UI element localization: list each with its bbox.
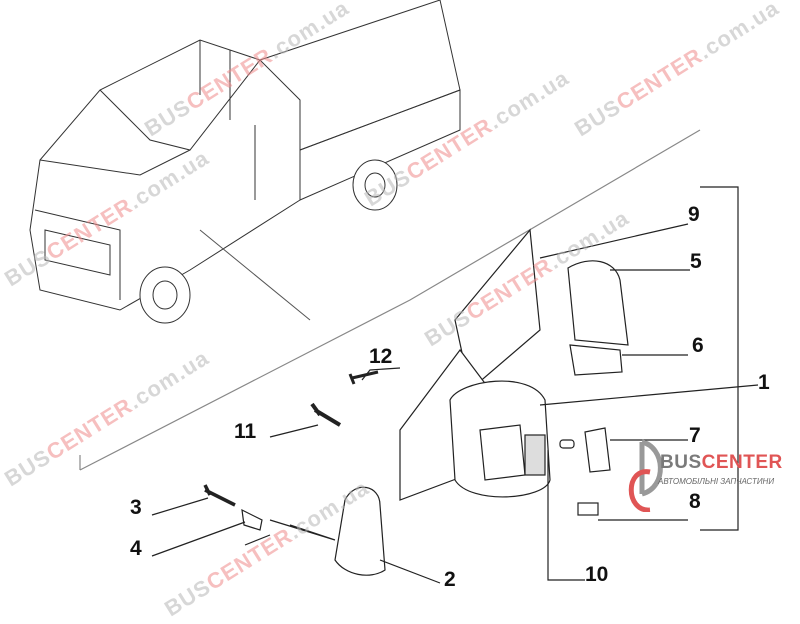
part-4-nut xyxy=(241,508,263,531)
buscenter-logo: BUSCENTER АВТОМОБІЛЬНІ ЗАПЧАСТИНИ xyxy=(620,432,800,512)
part-6-lower-glass xyxy=(569,344,623,376)
callout-1: 1 xyxy=(758,371,770,394)
logo-mark-icon xyxy=(628,439,663,512)
callout-2: 2 xyxy=(444,568,456,591)
logo-tagline: АВТОМОБІЛЬНІ ЗАПЧАСТИНИ xyxy=(658,477,775,486)
part-12-screw xyxy=(348,370,379,385)
part-2-cover xyxy=(334,486,386,576)
part-1-mirror-assembly xyxy=(399,349,551,501)
callout-11: 11 xyxy=(234,420,257,443)
callout-9: 9 xyxy=(688,203,700,226)
callout-4: 4 xyxy=(130,537,142,560)
part-11-bolt xyxy=(310,402,342,427)
callout-8: 8 xyxy=(689,490,701,513)
part-8-clip xyxy=(577,502,599,516)
callout-6: 6 xyxy=(692,334,704,357)
logo-brand: BUSCENTER xyxy=(660,452,783,473)
callout-3: 3 xyxy=(130,496,142,519)
part-3-screw xyxy=(203,484,236,507)
truck-illustration xyxy=(29,0,461,324)
part-5-mirror-glass xyxy=(567,260,629,346)
part-10-bulb xyxy=(559,439,575,449)
callout-12: 12 xyxy=(369,345,393,368)
callout-7: 7 xyxy=(689,424,701,447)
callout-5: 5 xyxy=(690,250,702,273)
section-frame-line xyxy=(79,129,701,471)
callout-10: 10 xyxy=(585,563,609,586)
part-7-side-lamp xyxy=(584,427,611,473)
